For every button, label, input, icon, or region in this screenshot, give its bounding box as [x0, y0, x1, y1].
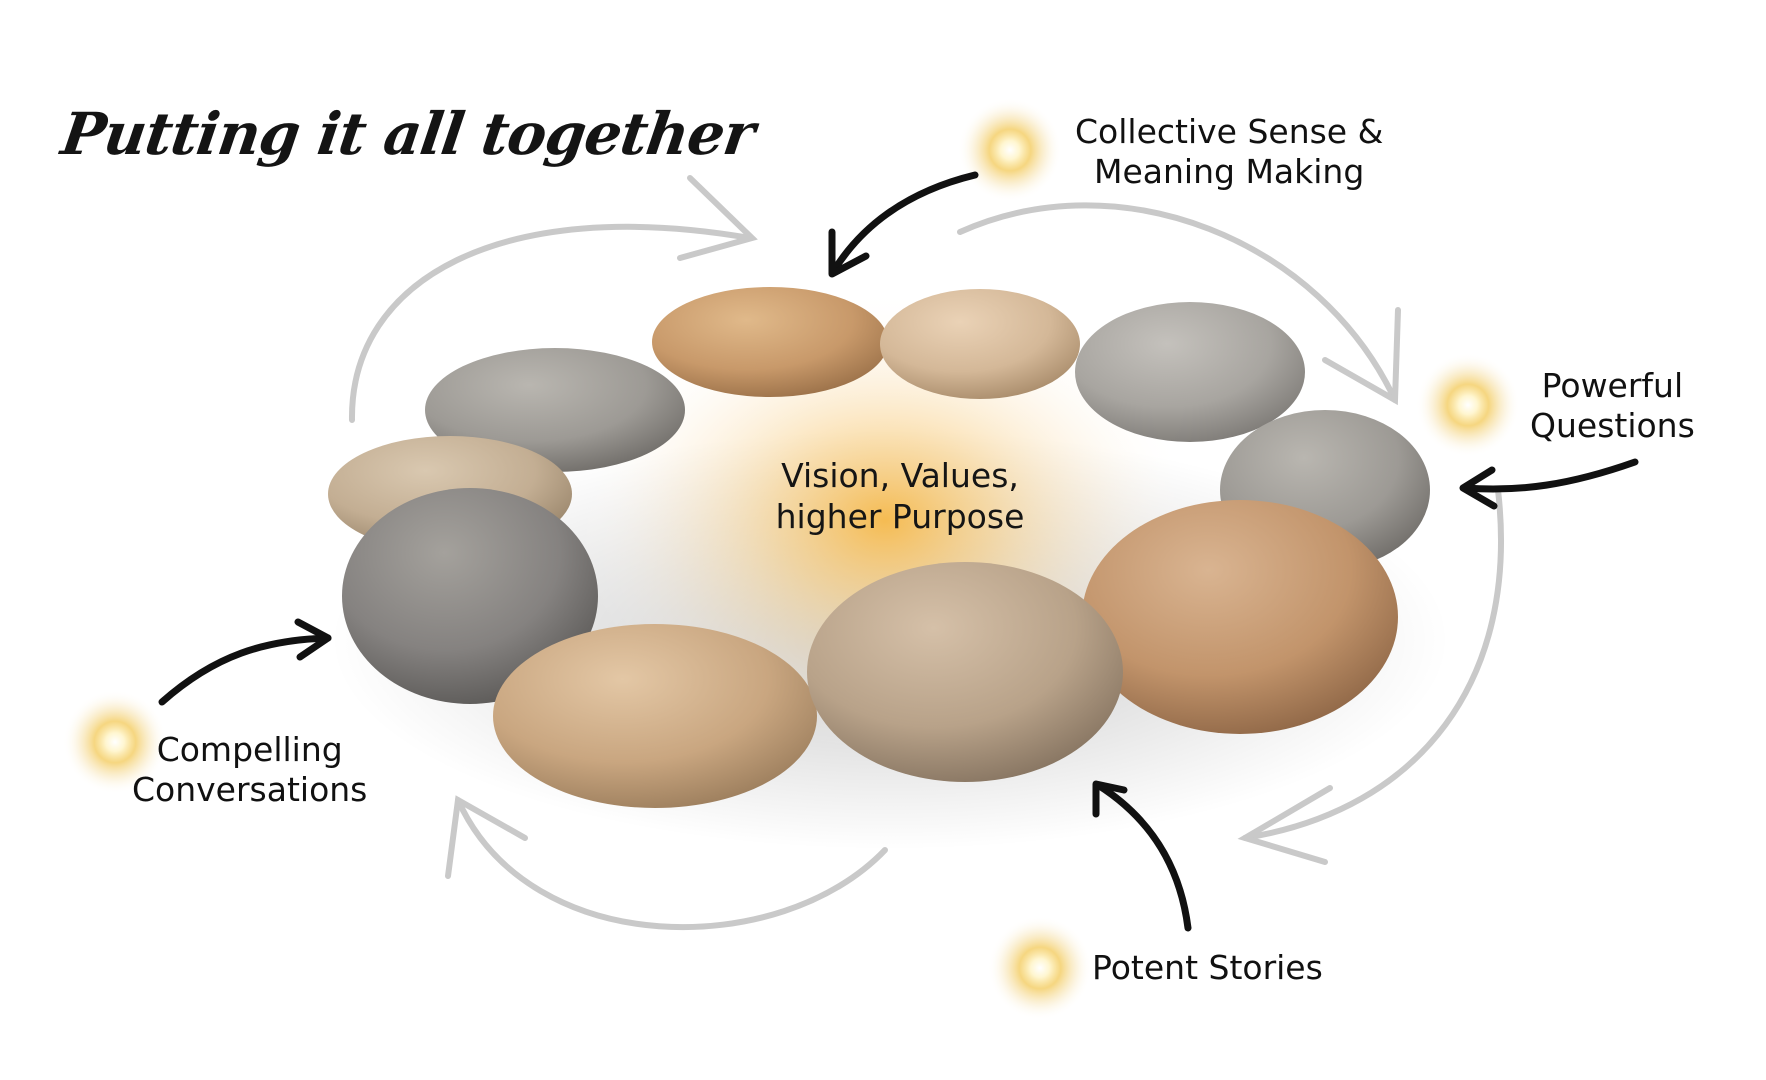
- stones: [328, 287, 1430, 808]
- label-powerful-questions: Powerful Questions: [1530, 366, 1695, 446]
- label-collective-line1: Collective Sense &: [1075, 112, 1384, 151]
- label-compelling-line1: Compelling: [156, 730, 343, 769]
- glow-light-collective: [958, 98, 1062, 202]
- pointer-arrow-potent-head: [1092, 780, 1128, 818]
- label-compelling-line2: Conversations: [132, 770, 368, 809]
- label-potent-line1: Potent Stories: [1092, 948, 1323, 987]
- cycle-arrow-right: [1242, 487, 1504, 841]
- cycle-arrow-top-left-head: [677, 175, 758, 261]
- label-potent-stories: Potent Stories: [1092, 948, 1323, 988]
- cycle-arrow-right-head: [1237, 785, 1333, 865]
- glow-light-potent: [988, 916, 1092, 1020]
- pointer-arrow-compelling-head: [294, 618, 332, 661]
- glow-lights: [63, 98, 1520, 1020]
- stone: [807, 562, 1123, 782]
- label-powerful-line2: Questions: [1530, 406, 1695, 445]
- label-powerful-line1: Powerful: [1541, 366, 1684, 405]
- glow-light-compelling: [63, 690, 167, 794]
- stone: [1075, 302, 1305, 442]
- cycle-arrow-top-right: [957, 202, 1398, 403]
- cycle-arrow-bottom-left: [455, 797, 888, 931]
- pointer-arrow-potent: [1094, 781, 1192, 932]
- center-label-line1: Vision, Values,: [781, 456, 1019, 495]
- stone: [1082, 500, 1398, 734]
- stone: [652, 287, 888, 397]
- label-collective-line2: Meaning Making: [1094, 152, 1365, 191]
- pointer-arrow-powerful: [1461, 458, 1639, 493]
- pointer-arrow-collective: [829, 171, 979, 276]
- stone: [342, 488, 598, 704]
- cycle-arrow-top-left: [348, 223, 753, 423]
- cycle-arrows: [348, 175, 1504, 931]
- stone: [880, 289, 1080, 399]
- label-compelling-conversations: Compelling Conversations: [132, 730, 367, 810]
- center-label: Vision, Values, higher Purpose: [740, 455, 1060, 537]
- pointer-arrows: [158, 171, 1639, 932]
- pointer-arrow-compelling: [158, 634, 332, 706]
- cycle-arrow-bottom-left-head: [445, 795, 528, 879]
- cycle-arrow-top-right-head: [1322, 307, 1401, 406]
- pointer-arrow-powerful-head: [1459, 466, 1498, 510]
- center-label-line2: higher Purpose: [775, 497, 1025, 536]
- diagram-title: Putting it all together: [57, 100, 759, 168]
- stone: [493, 624, 817, 808]
- pointer-arrow-collective-head: [828, 228, 870, 278]
- glow-light-powerful: [1416, 353, 1520, 457]
- label-collective-sense: Collective Sense & Meaning Making: [1075, 112, 1383, 192]
